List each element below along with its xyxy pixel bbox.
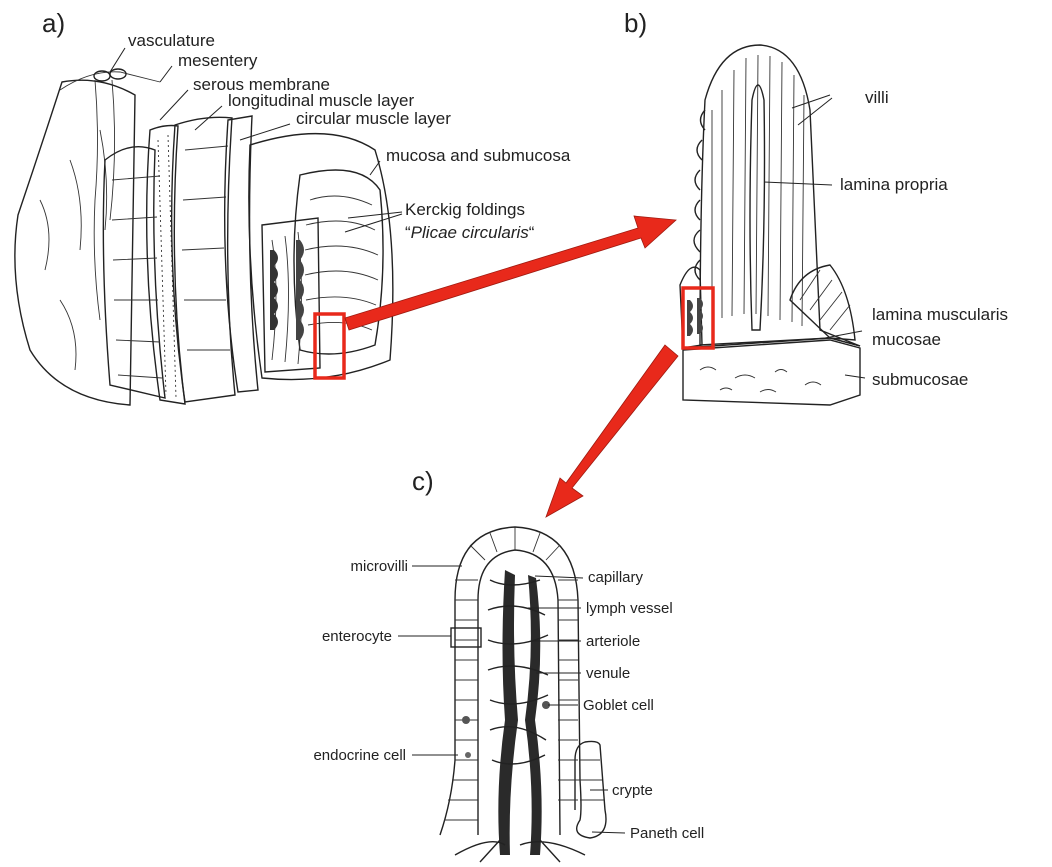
label-microvilli: microvilli [351, 558, 409, 575]
panel-label-c: c) [412, 466, 434, 496]
panel-b-illustration [680, 45, 860, 405]
label-vasculature: vasculature [128, 31, 215, 50]
label-capillary: capillary [588, 569, 644, 586]
label-venule: venule [586, 665, 630, 682]
label-mucosa-and-submucosa: mucosa and submucosa [386, 146, 571, 165]
label-endocrine-cell: endocrine cell [313, 747, 406, 764]
panel-c-illustration [440, 527, 606, 862]
label-plicae-circularis: “Plicae circularis“ [405, 223, 535, 242]
label-enterocyte: enterocyte [322, 628, 392, 645]
label-crypte: crypte [612, 782, 653, 799]
label-goblet-cell: Goblet cell [583, 697, 654, 714]
panel-label-b: b) [624, 8, 647, 38]
label-paneth-cell: Paneth cell [630, 825, 704, 842]
label-mesentery: mesentery [178, 51, 258, 70]
label-longitudinal-muscle-layer: longitudinal muscle layer [228, 91, 414, 110]
label-circular-muscle-layer: circular muscle layer [296, 109, 451, 128]
label-lymph-vessel: lymph vessel [586, 600, 673, 617]
label-lamina-muscularis: lamina muscularis [872, 305, 1008, 324]
label-villi: villi [865, 88, 889, 107]
panel-label-a: a) [42, 8, 65, 38]
label-lamina-propria: lamina propria [840, 175, 948, 194]
label-submucosae: submucosae [872, 370, 968, 389]
label-mucosae: mucosae [872, 330, 941, 349]
label-kerckig-foldings: Kerckig foldings [405, 200, 525, 219]
label-arteriole: arteriole [586, 633, 640, 650]
arrow-b-to-c [546, 345, 678, 517]
